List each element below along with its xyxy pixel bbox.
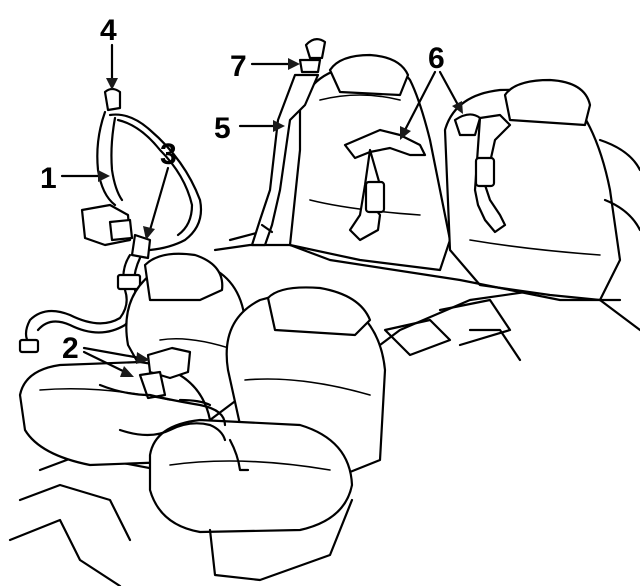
callout-arrows	[60, 43, 463, 377]
callout-7: 7	[230, 50, 247, 83]
callout-5: 5	[214, 112, 231, 145]
callout-6: 6	[428, 42, 445, 75]
callout-3: 3	[160, 138, 177, 171]
vehicle-floor	[8, 230, 640, 586]
front-seats	[18, 252, 387, 582]
callout-1: 1	[40, 162, 57, 195]
pillar-belt	[250, 38, 327, 247]
front-belt-assembly	[18, 87, 203, 354]
callout-2: 2	[62, 332, 79, 365]
rear-seat-belts	[343, 113, 512, 242]
callout-4: 4	[100, 14, 117, 47]
rear-seat	[288, 53, 640, 302]
callout-labels: 1 2 3 4 5 6 7	[40, 14, 445, 365]
